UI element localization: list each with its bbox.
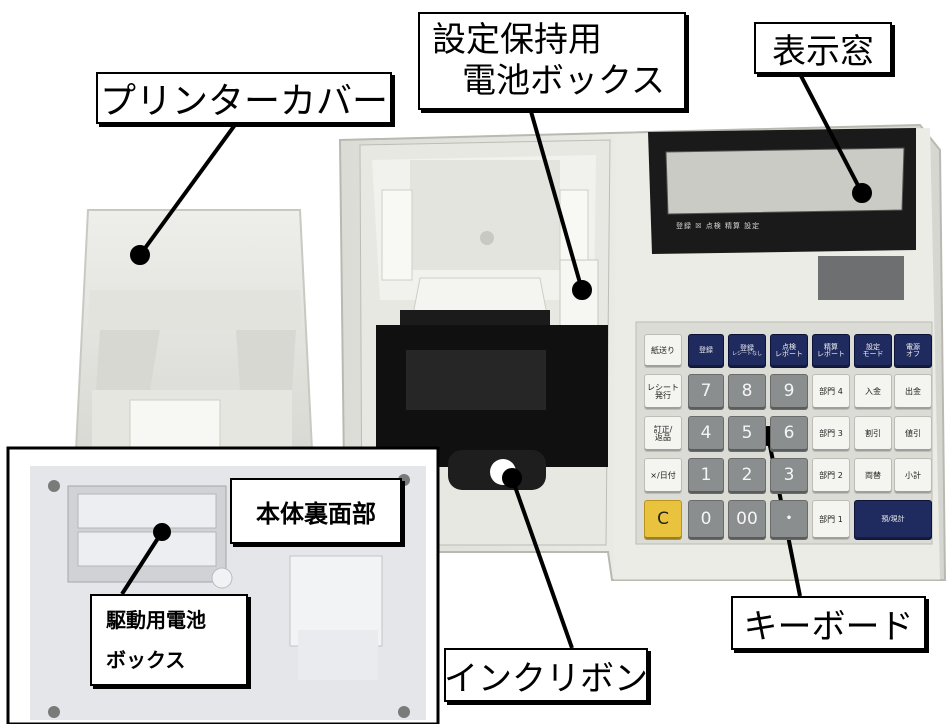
keyboard-label: キーボード [731,596,926,650]
settings-battery-box-label: 設定保持用 電池ボックス [418,12,686,110]
display-indicators: 登録 ☒ 点検 精算 設定 [676,222,761,230]
key-3[interactable]: 3 [770,458,808,494]
receipt-issue-key[interactable]: レシート発行 [644,374,682,410]
key-6[interactable]: 6 [770,416,808,452]
printer-cover [74,209,314,451]
dept-4-key[interactable]: 部門 4 [812,374,850,410]
dept-3-key[interactable]: 部門 3 [812,416,850,452]
power-off-key[interactable]: 電源オフ [894,334,932,368]
ink-ribbon-label: インクリボン [444,648,648,702]
key-0[interactable]: 0 [688,500,724,540]
key-00[interactable]: 00 [728,500,766,540]
key-dot[interactable]: ・ [770,500,808,540]
key-5[interactable]: 5 [728,416,766,452]
check-report-key[interactable]: 点検レポート [770,334,808,368]
exchange-key[interactable]: 両替 [854,458,892,494]
clear-key[interactable]: C [644,500,682,540]
key-8[interactable]: 8 [728,374,766,410]
correct-return-key[interactable]: 訂正/返品 [644,416,682,452]
drive-battery-box-label: 駆動用電池 ボックス [90,594,248,686]
settle-report-key[interactable]: 精算レポート [812,334,850,368]
printer-cover-label: プリンターカバー [96,72,392,124]
key-9[interactable]: 9 [770,374,808,410]
dept-1-key[interactable]: 部門 1 [812,500,850,540]
key-1[interactable]: 1 [688,458,724,494]
price-discount-key[interactable]: 値引 [894,416,932,452]
register-no-receipt-key[interactable]: 登録レシートなし [728,334,766,368]
paper-feed-key[interactable]: 紙送り [644,334,682,368]
setting-mode-key[interactable]: 設定モード [854,334,892,368]
key-4[interactable]: 4 [688,416,724,452]
discount-key[interactable]: 割引 [854,416,892,452]
rear-panel-label: 本体裏面部 [230,478,402,544]
multiply-date-key[interactable]: ×/日付 [644,458,682,494]
dept-2-key[interactable]: 部門 2 [812,458,850,494]
withdraw-key[interactable]: 出金 [894,374,932,410]
deposit-key[interactable]: 入金 [854,374,892,410]
total-key[interactable]: 預/現計 [854,500,932,540]
key-2[interactable]: 2 [728,458,766,494]
display-window-label: 表示窓 [754,22,892,74]
key-7[interactable]: 7 [688,374,724,410]
subtotal-key[interactable]: 小計 [894,458,932,494]
register-key[interactable]: 登録 [688,334,724,368]
